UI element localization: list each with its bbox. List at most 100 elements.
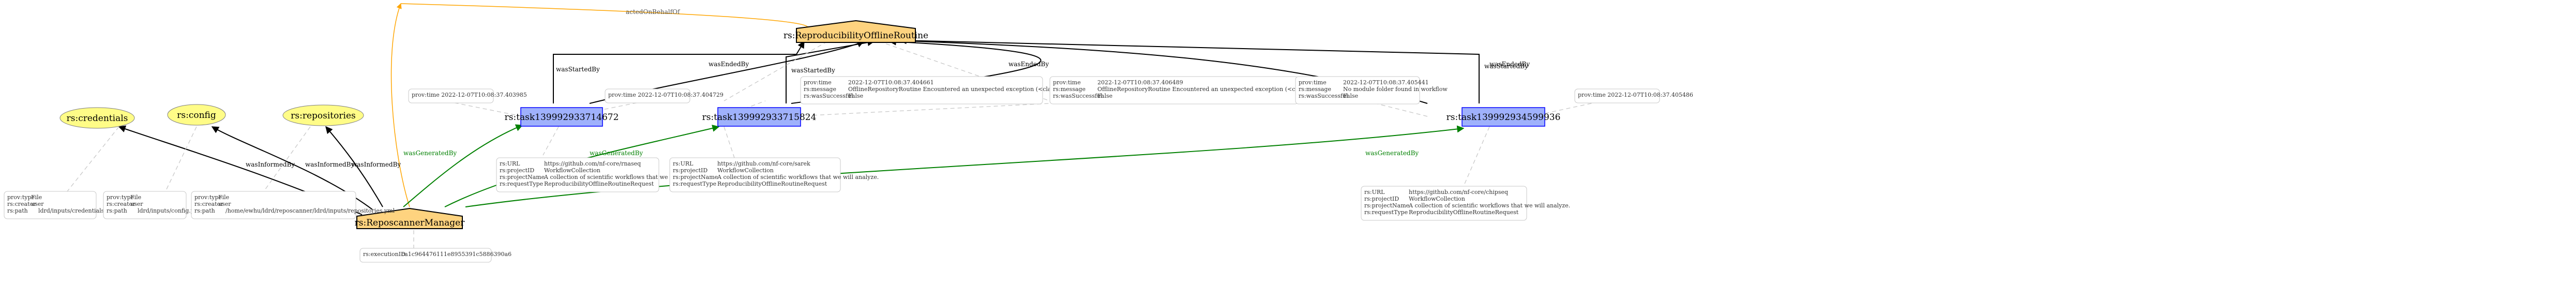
note-key: rs:path [194,207,215,214]
note-key: prov:type [194,194,222,201]
node-task2[interactable]: rs:task139992933715824 [702,107,817,127]
note-line: prov:time 2022-12-07T10:08:37.403985 [412,92,527,98]
edge-label-task1-generated-by: wasGeneratedBy [403,149,457,157]
edge-label-config-informed-by: wasInformedBy [305,161,354,168]
note-key: rs:creator [7,201,36,207]
node-credentials-shape [59,107,135,129]
note-key: rs:message [1299,86,1331,93]
edge-task2-started-by [786,39,875,103]
note-value: 2022-12-07T10:08:37.405441 [1343,79,1429,86]
node-task3-shape [1462,107,1545,127]
note-value: https://github.com/nf-core/sarek [717,160,810,167]
edge-label-task2-generated-by: wasGeneratedBy [590,149,643,157]
note-box [669,157,841,192]
note-value: https://github.com/nf-core/rnaseq [544,160,641,167]
node-task1-label: rs:task139992933714672 [505,112,619,123]
note-value: ldrd/inputs/config.yml [130,207,201,214]
note-value: A collection of scientific workflows tha… [717,174,879,181]
node-task1-shape [520,107,603,127]
note-value: ReproducibilityOfflineRoutineRequest [717,181,827,187]
node-reposcanner-manager-shape [356,207,463,229]
note-value: WorkflowCollection [544,167,600,174]
note-value: WorkflowCollection [717,167,774,174]
node-reproducibility-offline-routine[interactable]: rs:ReproducibilityOfflineRoutine [784,20,928,43]
note-value: OfflineRepositoryRoutine Encountered an … [848,86,1101,93]
note-connector-repro-1 [724,41,828,101]
note-box [496,157,659,192]
note-box [1295,76,1420,104]
edge-label-task1-started-by: wasStartedBy [556,66,600,73]
note-box [191,191,356,219]
note-task1-gen: rs:URL https://github.com/nf-core/rnaseq r… [496,157,705,192]
note-box [605,88,690,103]
note-connector-task1-start [444,100,523,117]
node-config[interactable]: rs:config [167,104,226,126]
note-key: rs:message [1053,86,1086,93]
note-value: user [31,201,44,207]
note-key: prov:time [1299,79,1327,86]
note-connector-task2-end [791,100,1102,117]
note-key: rs:requestType [673,181,716,187]
note-key: rs:requestType [1364,209,1408,216]
node-reposcanner-manager[interactable]: rs:ReposcannerManager [355,207,465,229]
node-reproducibility-offline-routine-label: rs:ReproducibilityOfflineRoutine [784,31,928,41]
note-key: rs:projectName [1364,202,1409,209]
note-value: /home/ewhu/ldrd/reposcanner/ldrd/inputs/… [218,207,395,214]
edge-label-task3-started-by: wasStartedBy [1484,63,1528,70]
edge-label-task3-ended-by: wasEndedBy [1489,61,1530,68]
note-key: rs:creator [194,201,223,207]
note-key: rs:path [107,207,127,214]
note-box [103,191,187,219]
note-value: A collection of scientific workflows tha… [1408,202,1570,209]
edge-label-repositories-informed-by: wasInformedBy [352,161,401,168]
note-key: rs:projectID [1364,196,1399,202]
node-reposcanner-manager-label: rs:ReposcannerManager [355,218,465,228]
node-repositories[interactable]: rs:repositories [282,104,364,126]
node-repositories-label: rs:repositories [291,111,355,121]
edge-label-task1-ended-by: wasEndedBy [709,61,749,68]
note-key: rs:path [7,207,28,214]
note-connector-task3-start [1530,100,1604,117]
note-key: rs:wasSuccessful [1299,93,1348,99]
note-value: 2022-12-07T10:08:37.406489 [1097,79,1183,86]
note-box [359,248,492,263]
note-key: rs:projectID [500,167,534,174]
edge-task1-started-by [553,40,805,103]
note-value: False [1343,93,1358,99]
node-credentials[interactable]: rs:credentials [59,107,135,129]
node-credentials-label: rs:credentials [67,113,128,124]
node-task3-label: rs:task139992934599936 [1447,112,1561,123]
note-key: rs:URL [500,160,520,167]
note-connector-config [165,126,197,192]
note-key: rs:requestType [500,181,543,187]
note-key: rs:creator [107,201,135,207]
node-task3[interactable]: rs:task139992934599936 [1447,107,1561,127]
note-value: ldrd/inputs/credentials.yml [31,207,116,214]
note-key: prov:time [804,79,832,86]
note-connector-credentials [67,126,119,192]
note-connector-task2-gen [724,126,735,158]
edge-label-acted-on-behalf-of: actedOnBehalfOf [626,8,681,16]
note-value: ReproducibilityOfflineRoutineRequest [1409,209,1519,216]
edge-label-task3-generated-by: wasGeneratedBy [1365,149,1419,157]
note-box [408,88,494,103]
note-value: False [1097,93,1112,99]
note-box [1574,88,1660,103]
note-line: prov:time 2022-12-07T10:08:37.404729 [608,92,724,98]
note-key: rs:executionID [363,251,405,258]
note-value: https://github.com/nf-core/chipseq [1409,189,1508,196]
node-reproducibility-offline-routine-shape [796,20,916,43]
note-task2-end: prov:time 2022-12-07T10:08:37.406489 rs:me… [1049,76,1350,104]
node-task1[interactable]: rs:task139992933714672 [505,107,619,127]
note-value: ReproducibilityOfflineRoutineRequest [544,181,654,187]
note-key: rs:message [804,86,836,93]
note-value: user [130,201,143,207]
note-box [4,191,97,219]
note-key: rs:wasSuccessful [804,93,853,99]
edge-task3-started-by [899,37,1480,103]
